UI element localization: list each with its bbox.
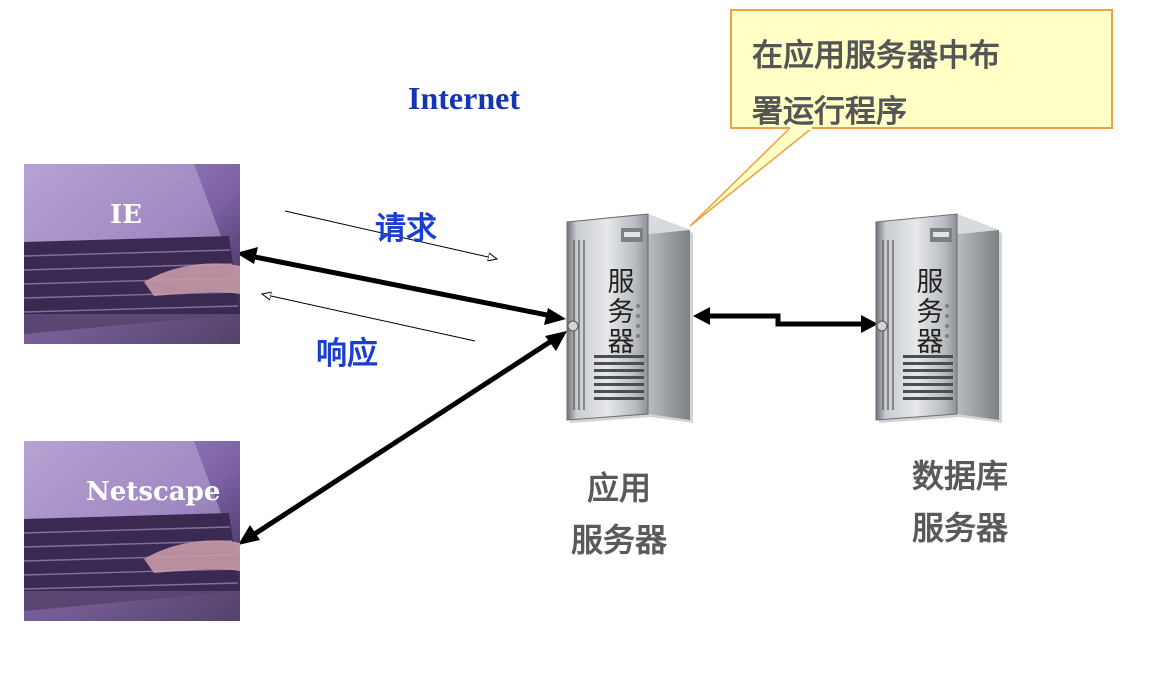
server-char: 服 bbox=[607, 267, 635, 298]
caption-line: 数据库 bbox=[911, 457, 1008, 495]
app-server-body-text: 服 务 器 bbox=[601, 268, 641, 358]
server-char: 器 bbox=[607, 327, 635, 358]
app-server-tower bbox=[566, 213, 693, 423]
laptop-photo-icon bbox=[24, 441, 240, 621]
db-server-caption: 数据库 服务器 bbox=[880, 450, 1040, 554]
callout-line: 署运行程序 bbox=[752, 94, 907, 130]
caption-line: 服务器 bbox=[570, 521, 667, 559]
response-label: 响应 bbox=[316, 336, 378, 372]
caption-line: 服务器 bbox=[911, 509, 1008, 547]
app-db-link bbox=[693, 307, 878, 333]
callout-balloon bbox=[689, 9, 1113, 227]
app-server-caption: 应用 服务器 bbox=[544, 462, 694, 566]
db-server-body-text: 服 务 器 bbox=[910, 268, 950, 358]
internet-label: Internet bbox=[408, 80, 520, 116]
laptop-photo-icon bbox=[24, 164, 240, 344]
response-arrow bbox=[262, 294, 476, 342]
netscape-client-laptop: Netscape bbox=[24, 441, 240, 621]
request-label: 请求 bbox=[375, 211, 437, 247]
server-char: 务 bbox=[607, 297, 635, 328]
netscape-server-link bbox=[238, 331, 567, 545]
caption-line: 应用 bbox=[586, 469, 651, 507]
callout-text: 在应用服务器中布 署运行程序 bbox=[752, 28, 1092, 140]
ie-client-laptop: IE bbox=[24, 164, 240, 344]
callout-line: 在应用服务器中布 bbox=[752, 38, 1000, 74]
db-server-tower bbox=[875, 213, 1002, 423]
netscape-label: Netscape bbox=[86, 477, 221, 507]
server-char: 器 bbox=[916, 327, 944, 358]
request-arrow bbox=[284, 210, 497, 259]
server-char: 务 bbox=[916, 297, 944, 328]
server-char: 服 bbox=[916, 267, 944, 298]
ie-label: IE bbox=[110, 200, 142, 230]
ie-server-link bbox=[236, 247, 566, 325]
